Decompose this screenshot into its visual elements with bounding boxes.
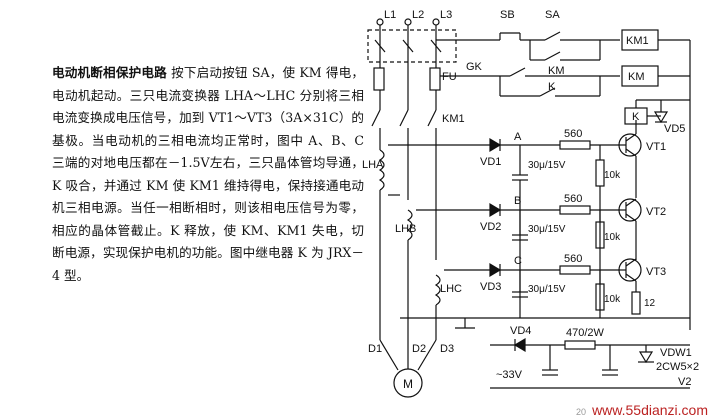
- label-vt3: VT3: [646, 266, 666, 278]
- label-l3: L3: [440, 9, 452, 21]
- label-b: B: [514, 195, 521, 207]
- label-k-relay: K: [632, 111, 640, 123]
- label-vd4: VD4: [510, 325, 531, 337]
- label-km1-coil: KM1: [626, 35, 649, 47]
- label-v2: V2: [678, 376, 691, 388]
- label-d2: D2: [412, 343, 426, 355]
- label-d3: D3: [440, 343, 454, 355]
- label-c3: 30μ/15V: [528, 284, 566, 295]
- label-km-contact: KM: [548, 65, 565, 77]
- label-sa: SA: [545, 9, 560, 21]
- label-km-coil: KM: [628, 71, 645, 83]
- label-lha: LHA: [362, 159, 384, 171]
- label-c1: 30μ/15V: [528, 160, 566, 171]
- label-motor: M: [403, 377, 413, 391]
- label-r2: 560: [564, 193, 582, 205]
- label-r6: 10k: [604, 294, 621, 305]
- label-c2: 30μ/15V: [528, 224, 566, 235]
- label-r5: 10k: [604, 232, 621, 243]
- label-r7: 12: [644, 298, 656, 309]
- label-vd1: VD1: [480, 156, 501, 168]
- label-a: A: [514, 131, 522, 143]
- label-c: C: [514, 255, 522, 267]
- watermark-site: www.55dianzi.com: [592, 402, 708, 418]
- label-km1-contact: KM1: [442, 113, 465, 125]
- label-r4: 10k: [604, 170, 621, 181]
- label-vt2: VT2: [646, 206, 666, 218]
- label-l1: L1: [384, 9, 396, 21]
- label-gk: GK: [466, 61, 483, 73]
- label-sb: SB: [500, 9, 515, 21]
- label-lhc: LHC: [440, 283, 462, 295]
- label-r3: 560: [564, 253, 582, 265]
- description-text: 电动机断相保护电路 按下启动按钮 SA，使 KM 得电，电动机起动。三只电流变换…: [52, 62, 364, 287]
- label-vt1: VT1: [646, 141, 666, 153]
- label-k-contact: K: [548, 81, 556, 93]
- circuit-title: 电动机断相保护电路: [52, 65, 167, 80]
- label-vdw-spec: 2CW5×2: [656, 361, 699, 373]
- label-vdw1: VDW1: [660, 347, 692, 359]
- label-vd5: VD5: [664, 123, 685, 135]
- label-r1: 560: [564, 128, 582, 140]
- label-d1: D1: [368, 343, 382, 355]
- label-r8: 470/2W: [566, 327, 605, 339]
- label-33v: ~33V: [496, 369, 523, 381]
- watermark-src: 20: [576, 407, 587, 417]
- circuit-description: 按下启动按钮 SA，使 KM 得电，电动机起动。三只电流变换器 LHA～LHC …: [52, 65, 364, 283]
- label-l2: L2: [412, 9, 424, 21]
- watermark: 20 www.55dianzi.com: [576, 402, 708, 418]
- label-vd2: VD2: [480, 221, 501, 233]
- label-vd3: VD3: [480, 281, 501, 293]
- label-fu: FU: [442, 71, 457, 83]
- label-lhb: LHB: [395, 223, 416, 235]
